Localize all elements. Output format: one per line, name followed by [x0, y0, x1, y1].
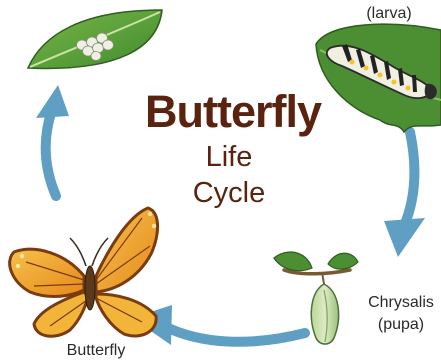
pupa-label: (pupa): [361, 315, 441, 335]
pupa-stage: [274, 252, 358, 344]
larva-label: (larva): [356, 4, 422, 24]
egg-stage: [28, 10, 162, 68]
larva-stage: [316, 24, 441, 132]
pupa-leaf-right: [328, 253, 358, 269]
arrowhead-larva-to-pupa: [384, 218, 425, 257]
pupa-leaf-left: [274, 252, 312, 271]
butterfly-wing-upper-right: [96, 208, 158, 292]
butterfly-wing-lower-left: [34, 292, 88, 336]
arrow-adult-to-egg: [46, 110, 56, 196]
chrysalis-label: Chrysalis: [361, 293, 441, 313]
butterfly-wing-lower-right: [96, 294, 156, 336]
butterfly-body: [85, 266, 95, 310]
arrow-pupa-to-adult: [164, 326, 305, 342]
diagram-title: Butterfly: [145, 86, 313, 138]
diagram-subtitle-life: Life: [150, 140, 308, 174]
arrowhead-adult-to-egg: [36, 85, 69, 118]
arrow-larva-to-pupa: [404, 132, 415, 226]
adult-stage: [10, 208, 158, 336]
butterfly-label: Butterfly: [50, 341, 142, 361]
diagram-subtitle-cycle: Cycle: [150, 176, 308, 210]
butterfly-antenna-left: [70, 238, 86, 266]
